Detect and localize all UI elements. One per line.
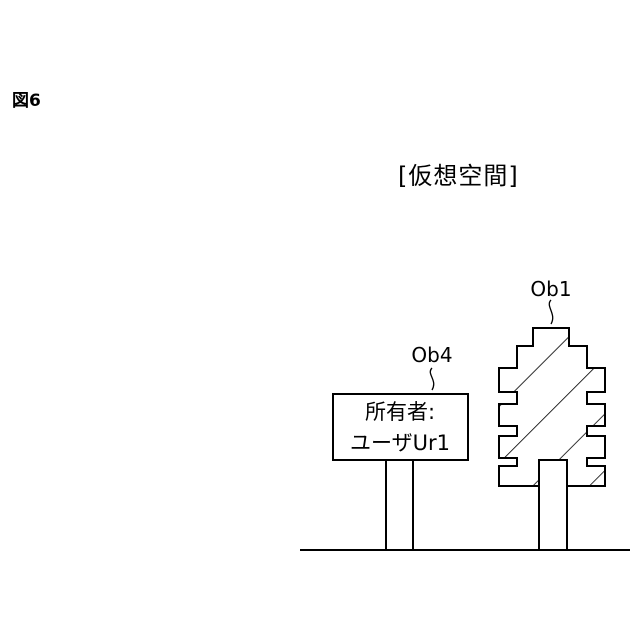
sign-owner-user: ユーザUr1 [350,431,450,455]
tree-object: Ob1 [495,277,610,550]
tree-trunk [539,460,567,550]
sign-post [386,460,413,550]
tree-leader-line [549,300,552,324]
sign-object-label: Ob4 [411,343,452,367]
tree-object-label: Ob1 [530,277,571,301]
sign-leader-line [430,368,433,390]
sign-object: 所有者: ユーザUr1 Ob4 [333,343,468,550]
sign-owner-label: 所有者: [365,400,435,424]
